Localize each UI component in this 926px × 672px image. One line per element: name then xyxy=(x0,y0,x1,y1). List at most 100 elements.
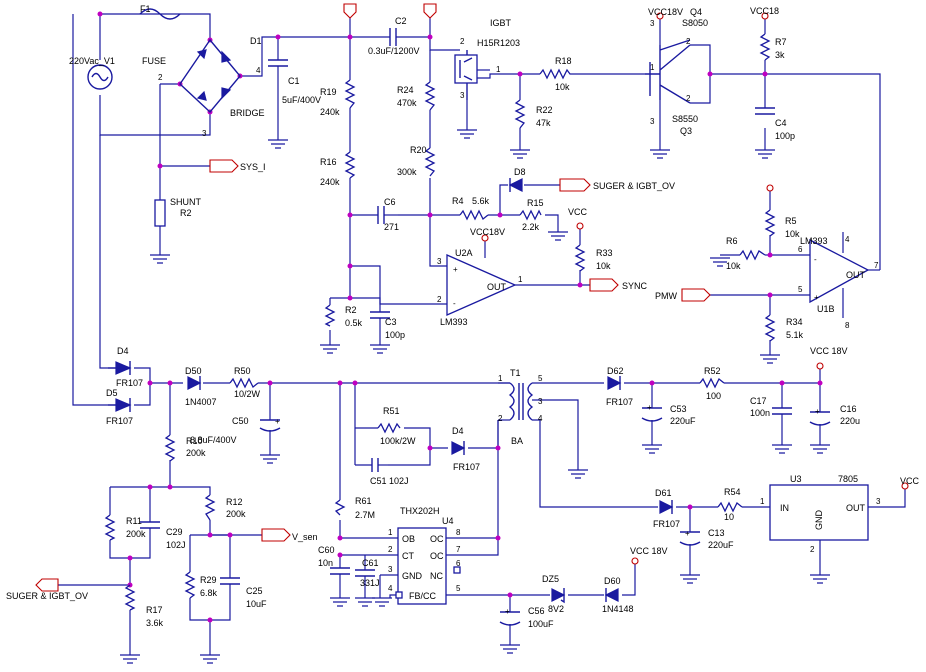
shunt-resistor-r2 xyxy=(154,199,166,227)
label-nc: NC xyxy=(430,571,443,581)
label-r61: R61 xyxy=(355,496,372,506)
label-r51: R51 xyxy=(383,406,400,416)
label-r19: R19 xyxy=(320,87,337,97)
pin-4-bridge: 4 xyxy=(256,66,261,75)
pin-3-q3: 3 xyxy=(650,117,655,126)
transistor-q3 xyxy=(649,74,691,104)
label-7805: 7805 xyxy=(838,474,858,484)
label-r52v: 100 xyxy=(706,391,721,401)
label-q4: Q4 xyxy=(690,7,702,17)
label-r5v: 10k xyxy=(785,229,800,239)
ground-symbols xyxy=(120,129,830,664)
label-vsen: V_sen xyxy=(292,532,318,542)
label-fuse: FUSE xyxy=(142,56,166,66)
label-vcc18: VCC18 xyxy=(750,6,779,16)
label-r5: R5 xyxy=(785,216,797,226)
pin-5-u1b: 5 xyxy=(798,285,803,294)
label-r20v: 300k xyxy=(397,167,417,177)
label-r15: R15 xyxy=(527,198,544,208)
label-bridge: BRIDGE xyxy=(230,108,265,118)
label-r16: R16 xyxy=(320,157,337,167)
label-c61: C61 xyxy=(362,558,379,568)
label-c25v: 10uF xyxy=(246,599,267,609)
label-t1: T1 xyxy=(510,368,521,378)
net-ports xyxy=(35,159,711,592)
label-s8050: S8050 xyxy=(682,18,708,28)
pin-7-u1b: 7 xyxy=(874,261,879,270)
label-fr107-4: FR107 xyxy=(606,397,633,407)
label-c2: C2 xyxy=(395,16,407,26)
bridge-rectifier xyxy=(179,38,241,114)
label-out-a: OUT xyxy=(487,282,507,292)
vcc-symbols xyxy=(481,12,909,565)
pin-1-igbt: 1 xyxy=(496,65,501,74)
label-r11v: 200k xyxy=(126,529,146,539)
label-c60v: 10n xyxy=(318,558,333,568)
label-n4007: 1N4007 xyxy=(185,397,217,407)
label-c29: C29 xyxy=(166,527,183,537)
label-q3: Q3 xyxy=(680,126,692,136)
label-r6: R6 xyxy=(726,236,738,246)
label-u2a: U2A xyxy=(455,248,473,258)
label-c56: C56 xyxy=(528,606,545,616)
label-r54: R54 xyxy=(724,487,741,497)
pin-3-u3: 3 xyxy=(876,497,881,506)
pin-2-q4: 2 xyxy=(686,37,691,46)
label-u3: U3 xyxy=(790,474,802,484)
label-in: IN xyxy=(780,503,789,513)
label-igbt: IGBT xyxy=(490,18,512,28)
pin-plus-c50: + xyxy=(275,417,280,426)
label-c50: C50 xyxy=(232,416,249,426)
label-r15v: 2.2k xyxy=(522,222,540,232)
label-r7v: 3k xyxy=(775,50,785,60)
label-s8550: S8550 xyxy=(672,114,698,124)
label-vcc18v: VCC18V xyxy=(470,227,505,237)
label-c60: C60 xyxy=(318,545,335,555)
label-r16v: 240k xyxy=(320,177,340,187)
label-n4148: 1N4148 xyxy=(602,604,634,614)
label-d1: D1 xyxy=(250,36,262,46)
wires xyxy=(58,10,906,655)
label-d62: D62 xyxy=(607,366,624,376)
label-thx: THX202H xyxy=(400,506,440,516)
ic-u4-thx202h xyxy=(395,527,461,605)
label-r6v: 10k xyxy=(726,261,741,271)
pin-numbers: 4 3 2 2 1 3 3 2 1 2 3 3 2 + - 1 6 5 - + … xyxy=(158,19,881,616)
label-r50v: 10/2W xyxy=(234,389,261,399)
label-r2s: R2 xyxy=(180,208,192,218)
label-r20: R20 xyxy=(410,145,427,155)
label-r10v: 200k xyxy=(186,448,206,458)
label-sync: SYNC xyxy=(622,281,648,291)
label-fr107-5: FR107 xyxy=(653,519,680,529)
label-r22: R22 xyxy=(536,105,553,115)
label-d8: D8 xyxy=(514,167,526,177)
label-oc1: OC xyxy=(430,534,444,544)
label-fb: FB/CC xyxy=(409,591,437,601)
pin-3-igbt: 3 xyxy=(460,91,465,100)
label-r24: R24 xyxy=(397,85,414,95)
label-r4: R4 xyxy=(452,196,464,206)
fuse-f1 xyxy=(139,8,181,20)
label-r61v: 2.7M xyxy=(355,510,375,520)
label-c16v: 220u xyxy=(840,416,860,426)
pin-2-igbt: 2 xyxy=(460,37,465,46)
test-point-1 xyxy=(343,3,357,19)
capacitors xyxy=(140,107,792,598)
pin-2-bridge: 2 xyxy=(158,73,163,82)
pin-6-u1b: 6 xyxy=(798,245,803,254)
pin-1-u3: 1 xyxy=(760,497,765,506)
label-c53: C53 xyxy=(670,404,687,414)
label-dz5: DZ5 xyxy=(542,574,559,584)
label-c4: C4 xyxy=(775,118,787,128)
label-ob: OB xyxy=(402,534,415,544)
pin-3-bridge: 3 xyxy=(202,129,207,138)
pin-8-u4: 8 xyxy=(456,528,461,537)
pin-plus-c53: + xyxy=(647,403,652,412)
label-r33v: 10k xyxy=(596,261,611,271)
label-c56v: 100uF xyxy=(528,619,554,629)
label-c13v: 220uF xyxy=(708,540,734,550)
label-out-u3: OUT xyxy=(846,503,866,513)
label-r29v: 6.8k xyxy=(200,588,218,598)
label-r19v: 240k xyxy=(320,107,340,117)
